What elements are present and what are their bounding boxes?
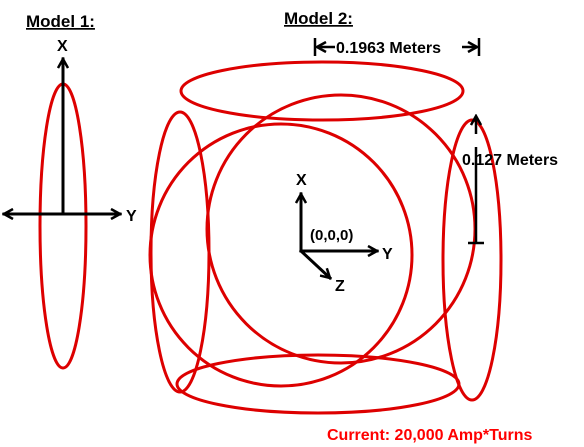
model2-y-label: Y [382, 246, 393, 263]
model2-group: Model 2: X Y Z (0,0,0) 0.1963 Meters 0.1… [148, 9, 558, 415]
model2-coil-left [149, 110, 211, 394]
model2-coil-top [179, 60, 465, 122]
model2-coil-front [148, 122, 414, 388]
model1-y-label: Y [126, 208, 137, 225]
model1-title: Model 1: [26, 12, 95, 31]
model2-origin-label: (0,0,0) [310, 227, 353, 244]
model2-coil-bottom [175, 353, 461, 415]
height-dimension-label: 0.127 Meters [462, 152, 558, 169]
width-dimension-label: 0.1963 Meters [336, 40, 441, 57]
model1-x-label: X [57, 38, 68, 55]
model2-z-label: Z [335, 278, 345, 295]
model2-x-label: X [296, 172, 307, 189]
model2-z-axis [298, 248, 333, 281]
current-label: Current: 20,000 Amp*Turns [327, 427, 532, 444]
model1-group: Model 1: X Y [4, 12, 137, 370]
model2-title: Model 2: [284, 9, 353, 28]
